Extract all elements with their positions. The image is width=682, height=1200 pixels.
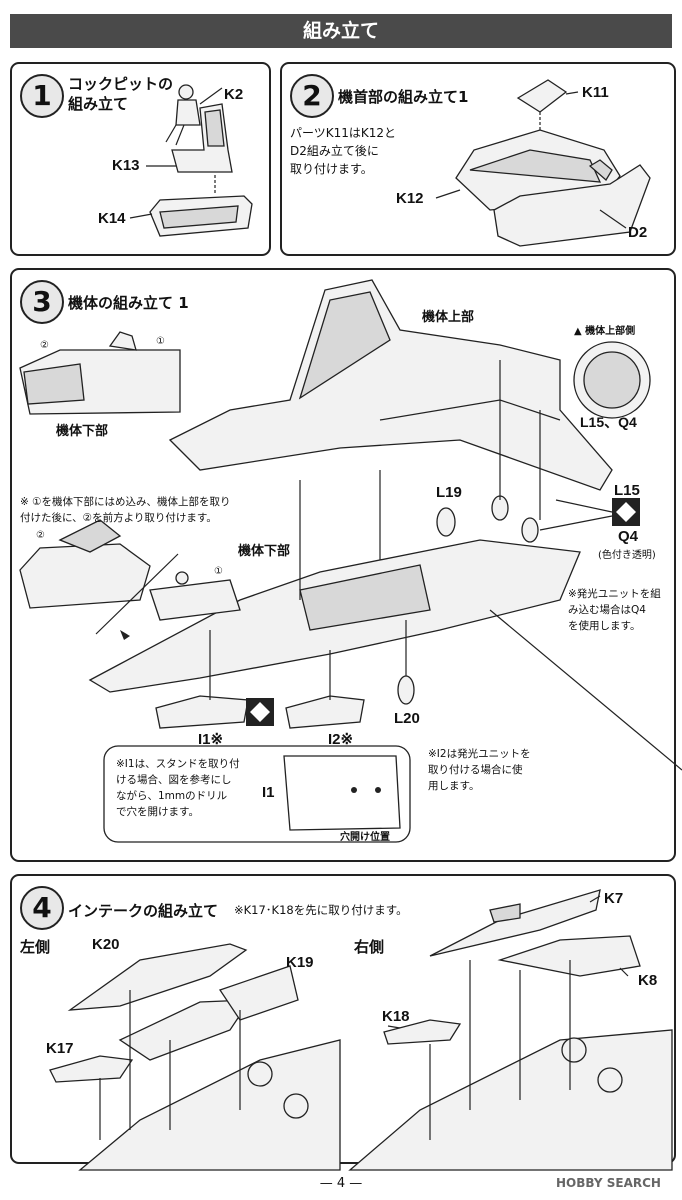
step3-title: 機体の組み立て 1: [68, 294, 189, 312]
right-side-label: 右側: [354, 939, 385, 956]
page-title: 組み立て: [10, 14, 672, 48]
lower-fuselage-inset-label: 機体下部: [56, 423, 109, 438]
i2-label: I2※: [328, 731, 354, 748]
l20-label: L20: [394, 710, 420, 727]
i1-label: I1※: [198, 731, 224, 748]
step3-number: 3: [20, 280, 64, 324]
inset-circle-2: ②: [40, 340, 49, 351]
k13-label: K13: [112, 157, 140, 174]
l19-label: L19: [436, 484, 462, 501]
step2-title: 機首部の組み立て1: [338, 88, 469, 106]
seat-circle-1: ①: [214, 566, 223, 577]
step2-number: 2: [290, 74, 334, 118]
k19-label: K19: [286, 954, 314, 971]
d2-label: D2: [628, 224, 648, 241]
step3-light-note: ※発光ユニットを組 み込む場合はQ4 を使用します。: [568, 588, 661, 632]
k7-label: K7: [604, 890, 624, 907]
step4-subnote: ※K17･K18を先に取り付けます。: [234, 903, 408, 917]
step2-note: パーツK11はK12と D2組み立て後に 取り付けます。: [290, 126, 397, 176]
l15-label: L15: [614, 482, 640, 499]
step1-number: 1: [20, 74, 64, 118]
q4-sublabel: (色付き透明): [598, 550, 656, 561]
inset-circle-1: ①: [156, 336, 165, 347]
k8-label: K8: [638, 972, 658, 989]
upper-side-label: ▲ 機体上部側: [574, 326, 636, 337]
k12-label: K12: [396, 190, 424, 207]
step3-order-note: ※ ①を機体下部にはめ込み、機体上部を取り 付けた後に、②を前方より取り付けます…: [20, 496, 231, 524]
left-side-label: 左側: [20, 939, 51, 956]
q4-label: Q4: [618, 528, 639, 545]
k17-label: K17: [46, 1040, 74, 1057]
nose-circle-2: ②: [36, 530, 45, 541]
step1-title: コックピットの 組み立て: [68, 75, 174, 113]
step3-i2-note: ※I2は発光ユニットを 取り付ける場合に使 用します。: [428, 748, 531, 792]
upper-fuselage-label: 機体上部: [422, 309, 475, 324]
k2-label: K2: [224, 86, 244, 103]
k11-label: K11: [582, 84, 609, 101]
l15-q4-label: L15、Q4: [580, 414, 637, 430]
lower-fuselage-label: 機体下部: [238, 543, 291, 558]
k18-label: K18: [382, 1008, 410, 1025]
k20-label: K20: [92, 936, 120, 953]
watermark: HOBBY SEARCH: [556, 1176, 661, 1190]
step4-number: 4: [20, 886, 64, 930]
step3-i1-note: ※I1は、スタンドを取り付 ける場合、図を参考にし ながら、1mmのドリル で穴…: [116, 758, 240, 818]
hole-position-label: 穴開け位置: [340, 832, 390, 843]
k14-label: K14: [98, 210, 126, 227]
i1-detail-label: I1: [262, 784, 275, 801]
page-number: — 4 —: [319, 1176, 363, 1191]
step4-title: インテークの組み立て: [68, 902, 219, 920]
